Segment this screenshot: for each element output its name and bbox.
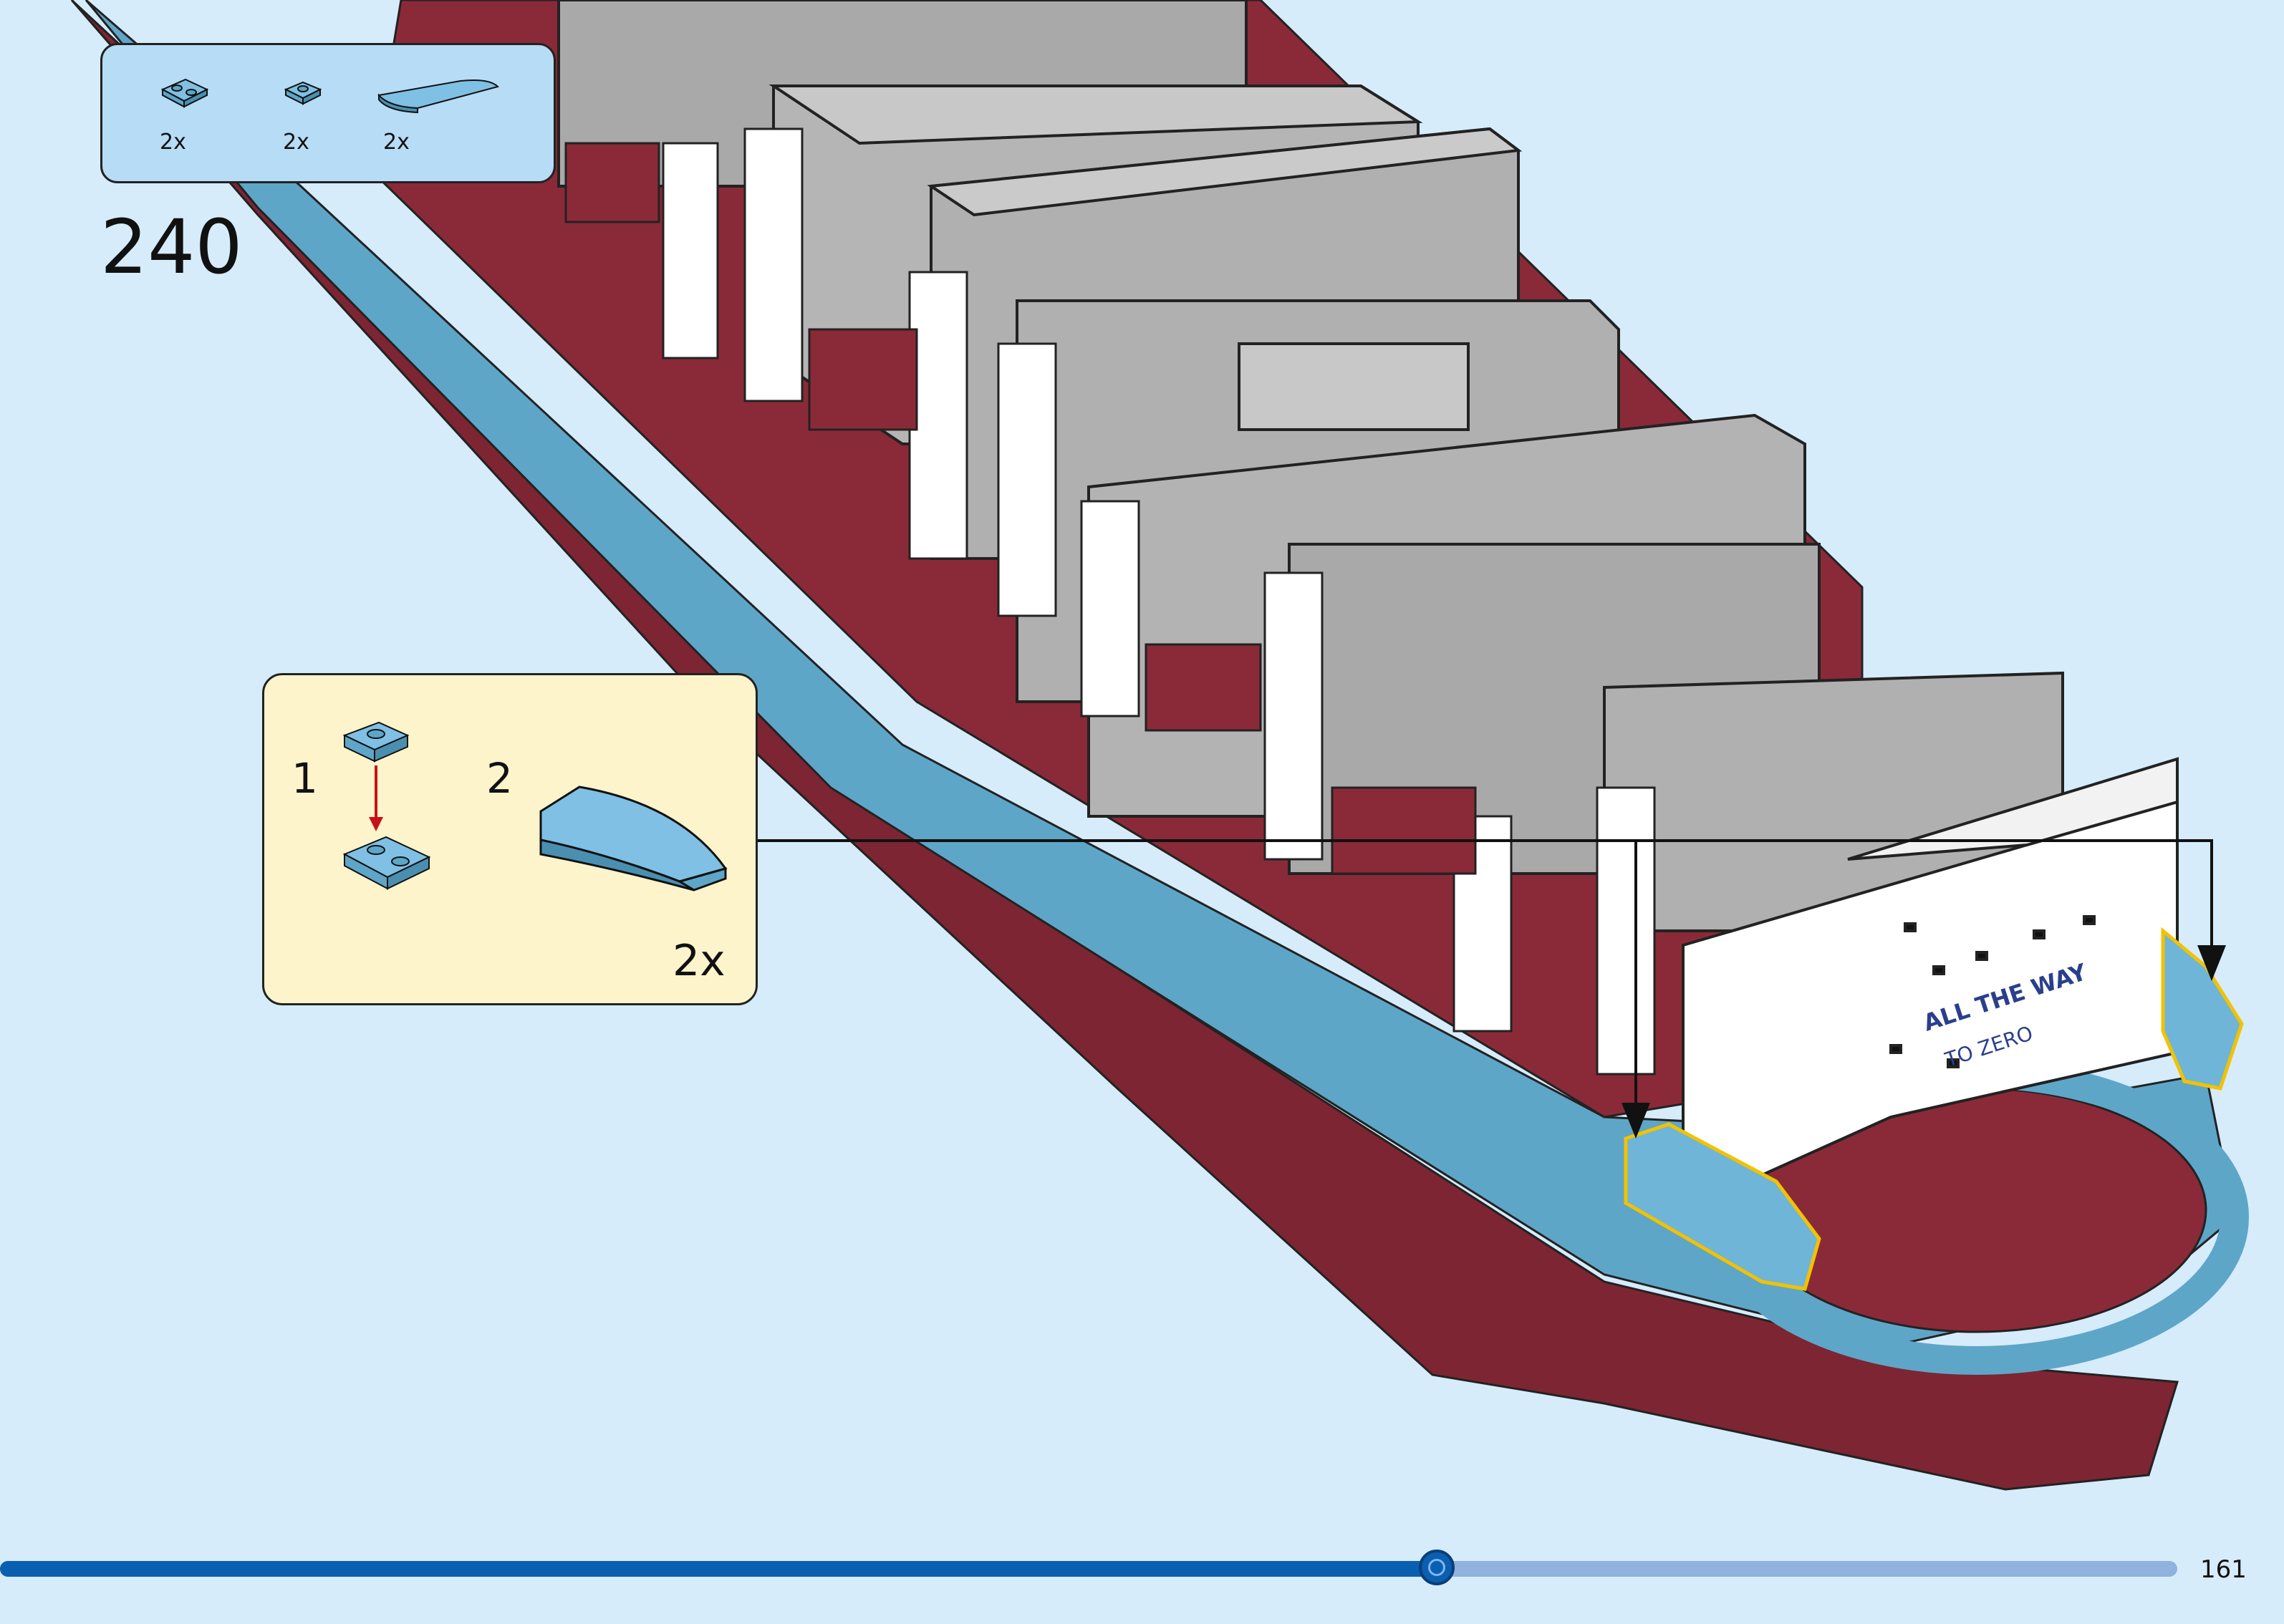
progress-bar — [0, 1550, 2177, 1585]
part-count: 2x — [383, 130, 410, 155]
sub-step-2-diagram — [539, 786, 728, 891]
parts-list: 2x 2x 2x — [100, 43, 556, 183]
part-count: 2x — [283, 130, 309, 155]
part-count: 2x — [160, 130, 186, 155]
sub-step-1-diagram — [342, 721, 431, 890]
container-ends — [662, 127, 1656, 1076]
page-number: 161 — [2200, 1555, 2247, 1584]
railings — [564, 142, 1477, 875]
sub-step-2-label: 2 — [486, 754, 513, 803]
sub-step-1-label: 1 — [291, 754, 318, 803]
callout-arrowhead-right — [2197, 945, 2226, 981]
callout-arrowhead-left — [1622, 1103, 1650, 1139]
progress-marker-icon — [1419, 1550, 1455, 1585]
plate-1x2-icon — [160, 78, 209, 108]
step-number: 240 — [100, 203, 243, 291]
sub-assembly-multiplier: 2x — [673, 936, 726, 986]
highlight-left — [1624, 1122, 1821, 1291]
plate-1x1-icon — [284, 81, 322, 105]
callout-line — [758, 839, 2213, 960]
curved-slope-icon — [377, 79, 499, 114]
progress-fill — [0, 1561, 1437, 1577]
sub-assembly-box: 1 2 2x — [262, 673, 758, 1005]
